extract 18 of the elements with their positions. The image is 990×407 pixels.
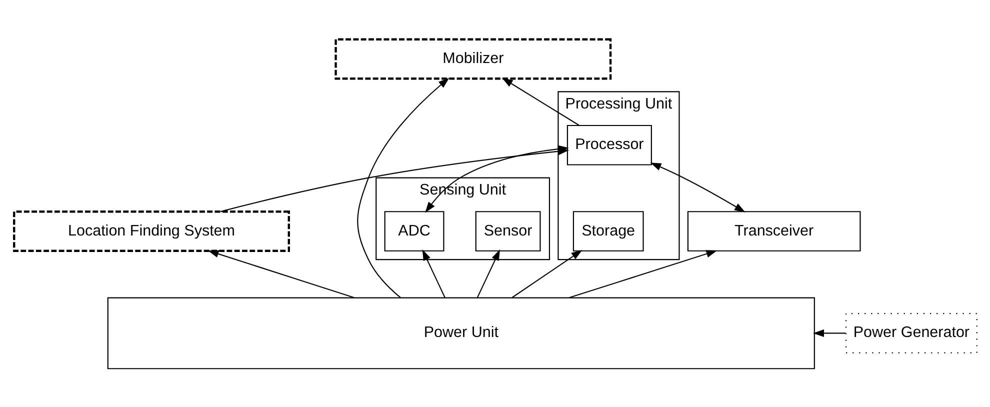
arrow (812, 328, 846, 337)
node-box: Sensor (474, 210, 540, 251)
arrow (356, 77, 449, 298)
node-box: Power Generator (845, 312, 977, 353)
node-box: Storage (572, 210, 644, 251)
arrow (511, 250, 582, 298)
arrow (501, 77, 579, 126)
node-box: Processor (566, 124, 652, 165)
arrow (568, 250, 717, 298)
node-box: Power Unit (106, 296, 814, 369)
arrow (207, 250, 354, 298)
node-box: ADC (384, 210, 444, 251)
node-box: Location Finding System (12, 210, 290, 252)
node-box: Transceiver (686, 210, 860, 251)
arrow (422, 248, 445, 298)
arrow (650, 162, 745, 212)
node-box: Mobilizer (334, 38, 612, 80)
arrow (476, 248, 500, 298)
